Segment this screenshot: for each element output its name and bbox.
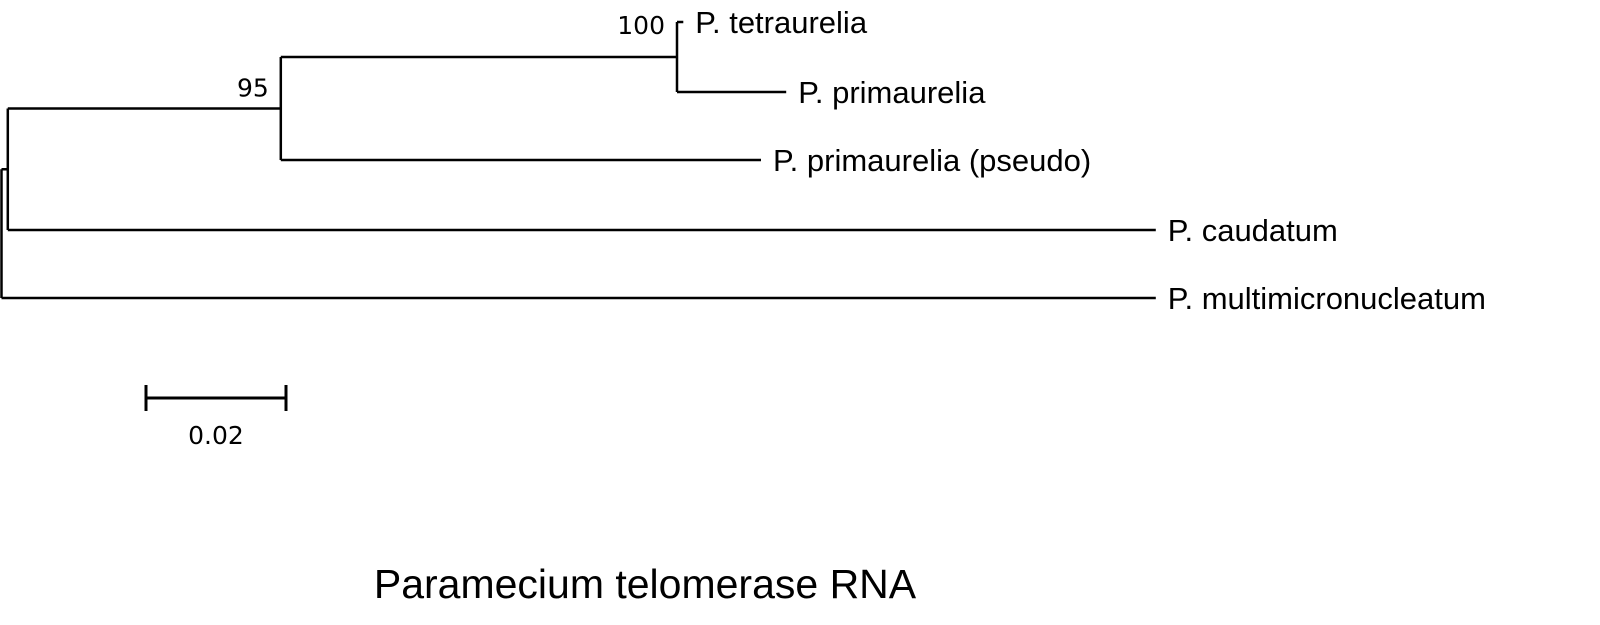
tree-labels: P. tetraurelia P. primaurelia 100 P. primau…	[237, 5, 1486, 316]
bootstrap-value: 95	[237, 74, 269, 103]
taxon-label: P. caudatum	[1168, 213, 1338, 248]
bootstrap-value: 100	[617, 11, 665, 40]
taxon-label: P. multimicronucleatum	[1168, 281, 1486, 316]
taxon-label: P. tetraurelia	[695, 5, 868, 40]
tree-branches	[0, 20, 1156, 300]
scale-bar: 0.02	[144, 385, 288, 450]
taxon-label: P. primaurelia	[798, 75, 986, 110]
scale-bar-label: 0.02	[188, 421, 244, 450]
taxon-label: P. primaurelia (pseudo)	[773, 143, 1091, 178]
figure-title: Paramecium telomerase RNA	[374, 561, 917, 607]
